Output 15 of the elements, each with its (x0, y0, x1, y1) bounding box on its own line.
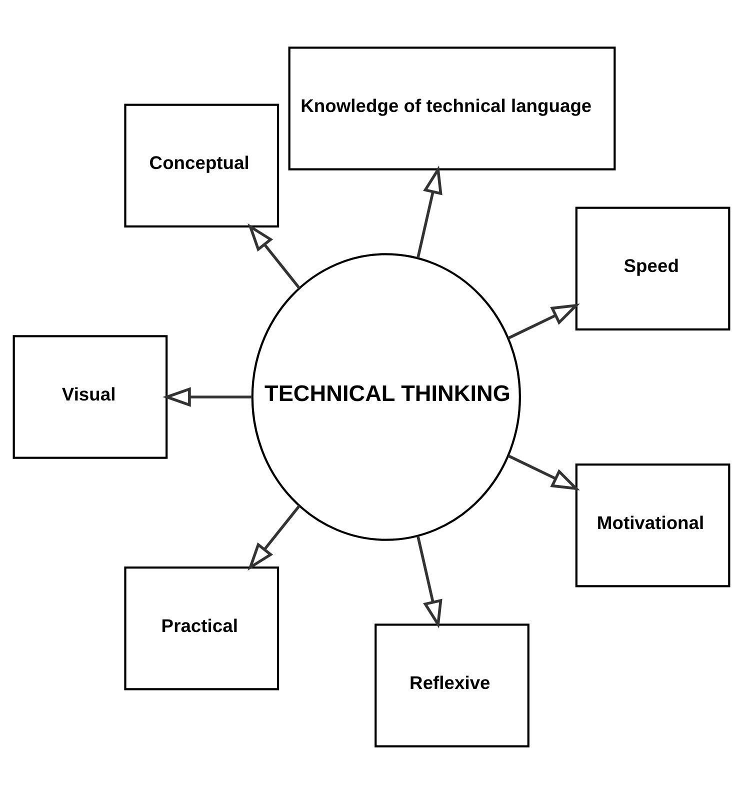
node-box: Conceptual (124, 103, 280, 227)
node-circle: TECHNICAL THINKING (251, 252, 521, 540)
node-box: Speed (575, 206, 730, 330)
node-box: Practical (124, 566, 280, 690)
arrow (248, 222, 300, 288)
node-box: Motivational (575, 463, 730, 587)
arrow (416, 164, 442, 258)
arrow (416, 535, 442, 628)
node-box: Visual (12, 334, 168, 458)
arrow (248, 504, 300, 570)
arrow (508, 303, 580, 339)
arrow (508, 454, 580, 490)
arrow (162, 386, 252, 406)
node-box: Knowledge of technical language (288, 46, 616, 170)
node-box: Reflexive (374, 623, 530, 747)
